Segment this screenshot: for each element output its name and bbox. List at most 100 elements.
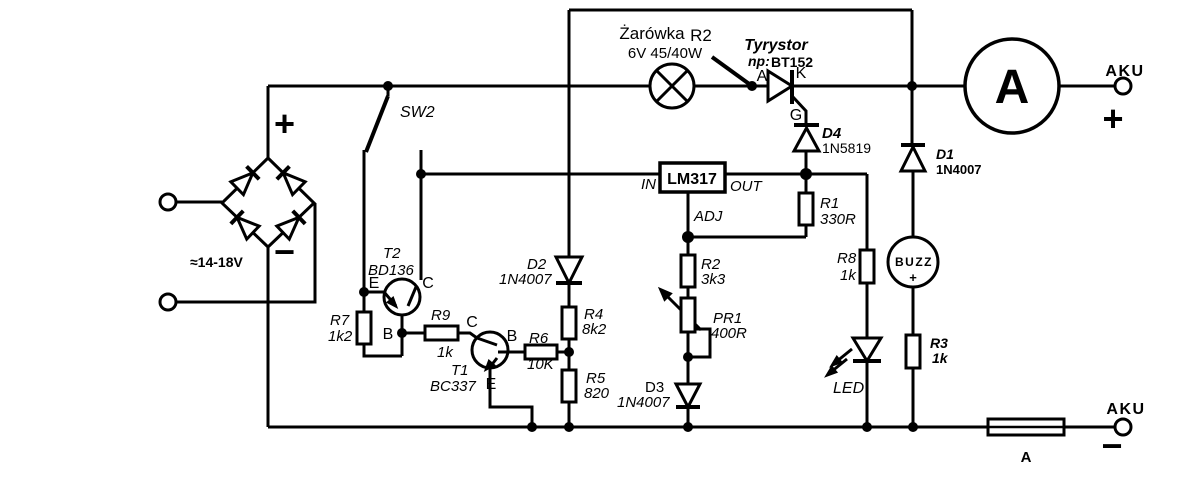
d4-part-label: 1N5819 <box>822 140 871 156</box>
lm317-part-label: LM317 <box>667 171 717 188</box>
d2-name-label: D2 <box>527 256 547 273</box>
battery-minus-name: AKU <box>1106 401 1145 418</box>
r2-name-label: R2 <box>701 256 721 273</box>
thyristor-symbol <box>766 68 795 104</box>
wires <box>176 8 1115 429</box>
bridge-rectifier <box>219 155 317 250</box>
resistor-r3 <box>904 333 922 370</box>
battery-minus-sign: − <box>1101 425 1122 466</box>
r3-value-label: 1k <box>932 350 949 366</box>
diode-d1 <box>898 143 928 173</box>
r8-value-label: 1k <box>840 267 857 284</box>
d1-part-label: 1N4007 <box>936 162 982 177</box>
led-arrow-1 <box>829 354 844 368</box>
r7-name-label: R7 <box>330 312 350 329</box>
resistor-r4 <box>560 305 578 341</box>
led-label: LED <box>833 380 865 397</box>
thyristor-pin-k: K <box>796 65 807 82</box>
lamp-name-label: Żarówka <box>619 24 685 43</box>
lamp-bypass-switch-blade <box>710 55 754 88</box>
resistor-r1 <box>797 191 815 227</box>
battery-plus-terminal <box>1113 76 1133 96</box>
ammeter-label: A <box>995 61 1030 114</box>
t2-name-label: T2 <box>383 245 401 262</box>
r5-name-label: R5 <box>586 370 606 387</box>
r8-name-label: R8 <box>837 250 857 267</box>
t2-pin-c: C <box>422 275 434 292</box>
t1-pin-c: C <box>466 314 478 331</box>
sw2-blade <box>364 95 390 153</box>
lm317-box <box>658 161 727 194</box>
t2-pin-e: E <box>369 275 380 292</box>
led-symbol <box>850 336 884 364</box>
t2-part-label: BD136 <box>368 262 415 279</box>
lamp-rating-label: 6V 45/40W <box>628 45 703 62</box>
bridge-diode-4 <box>274 209 307 242</box>
resistor-r9 <box>423 324 460 342</box>
sw2-label: SW2 <box>400 104 435 121</box>
d4-name-label: D4 <box>822 125 842 142</box>
buzzer-plus-sign: + <box>909 270 917 285</box>
lm317-pin-in: IN <box>641 176 656 193</box>
t1-pin-b: B <box>507 328 518 345</box>
bridge-plus-sign: + <box>274 103 295 144</box>
battery-plus-sign: + <box>1102 98 1123 139</box>
r4-name-label: R4 <box>584 306 603 323</box>
source-voltage-label: ≈14-18V <box>190 254 243 270</box>
r2-value-label: 3k3 <box>701 271 726 288</box>
fuse-label: A <box>1021 449 1032 466</box>
r6-name-label: R6 <box>529 330 549 347</box>
t1-part-label: BC337 <box>430 378 477 395</box>
diode-d3 <box>673 382 703 411</box>
lamp-symbol <box>648 62 696 110</box>
r9-name-label: R9 <box>431 307 451 324</box>
r3-name-label: R3 <box>930 335 948 351</box>
fuse-symbol <box>986 417 1066 437</box>
resistor-r6 <box>523 343 559 361</box>
ac-input-terminal-2 <box>158 292 178 312</box>
buzzer-symbol <box>886 235 940 289</box>
d3-part-label: 1N4007 <box>617 394 670 411</box>
resistor-r7 <box>355 310 373 346</box>
r6-value-label: 10K <box>527 356 555 373</box>
r1-value-label: 330R <box>820 211 856 228</box>
t1-name-label: T1 <box>451 362 469 379</box>
resistor-r2 <box>679 253 697 289</box>
diode-d2 <box>553 255 585 287</box>
battery-minus-terminal <box>1113 417 1133 437</box>
transistor-t1-symbol <box>470 330 510 373</box>
thyristor-pin-a: A <box>757 68 768 85</box>
r4-value-label: 8k2 <box>582 321 607 338</box>
t1-pin-e: E <box>486 376 497 393</box>
buzzer-label: BUZZ <box>895 255 933 269</box>
r9-value-label: 1k <box>437 344 454 361</box>
thyristor-np-label: np: <box>748 53 770 69</box>
pr1-value-label: 400R <box>711 325 747 342</box>
r7-value-label: 1k2 <box>328 328 353 345</box>
pr1-name-label: PR1 <box>713 310 742 327</box>
transistor-t2-symbol <box>382 277 422 317</box>
lamp-ref-label: R2 <box>690 26 712 45</box>
potentiometer-pr1-symbol <box>657 286 697 334</box>
r1-name-label: R1 <box>820 195 839 212</box>
d1-name-label: D1 <box>936 146 954 162</box>
thyristor-pin-g: G <box>790 107 802 124</box>
diode-d4 <box>791 124 822 153</box>
led-arrow-2 <box>824 364 839 378</box>
r5-value-label: 820 <box>584 385 610 402</box>
lm317-pin-adj: ADJ <box>693 208 723 225</box>
resistor-r5 <box>560 368 578 404</box>
bridge-diode-3 <box>229 209 262 242</box>
bridge-diode-1 <box>228 164 261 198</box>
bridge-diode-2 <box>275 164 308 198</box>
battery-plus-name: AKU <box>1105 63 1144 80</box>
thyristor-part-label: BT152 <box>771 54 813 70</box>
junction-dots <box>359 81 918 432</box>
t2-pin-b: B <box>383 326 394 343</box>
bridge-diamond <box>219 155 317 250</box>
lm317-pin-out: OUT <box>730 178 764 195</box>
bridge-minus-sign: − <box>274 231 295 272</box>
d3-name-label: D3 <box>645 379 664 396</box>
